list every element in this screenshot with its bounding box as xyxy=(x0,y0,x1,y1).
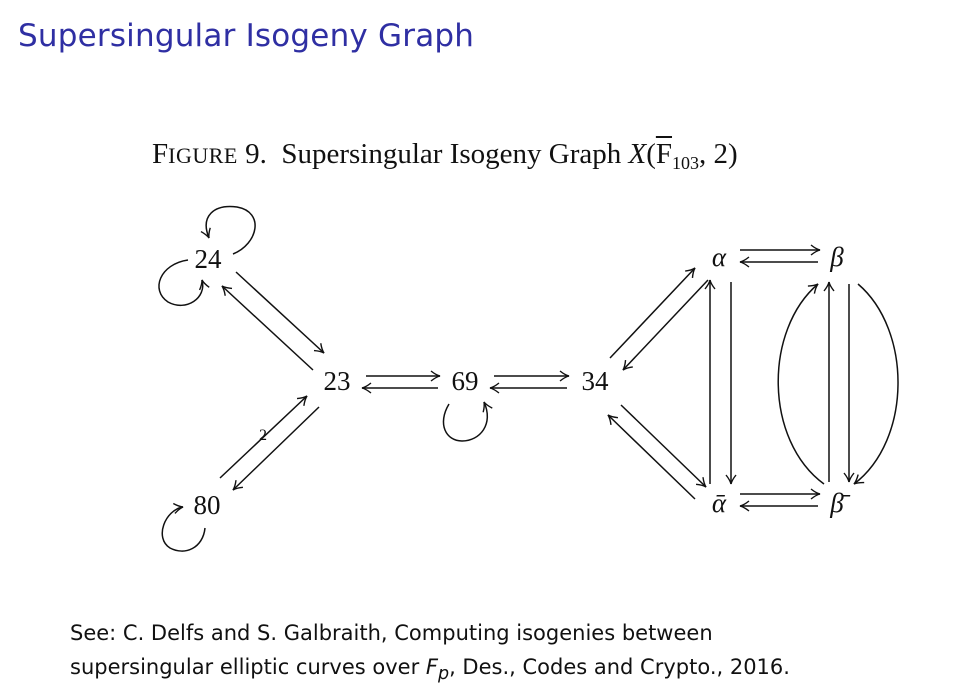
figure-caption-field-sub: 103 xyxy=(672,153,700,173)
loop-24-top xyxy=(200,205,256,255)
slide-title: Supersingular Isogeny Graph xyxy=(18,18,475,54)
reference-line-1: See: C. Delfs and S. Galbraith, Computin… xyxy=(70,621,713,645)
reference-field-subscript: p xyxy=(437,664,450,685)
node-23: 23 xyxy=(324,366,351,396)
figure-caption-args-tail: , 2) xyxy=(699,138,738,170)
figure-label-rest: IGURE xyxy=(168,143,238,168)
loop-69 xyxy=(442,401,493,442)
reference-field-F: F xyxy=(425,655,438,679)
node-24: 24 xyxy=(195,244,223,274)
node-34: 34 xyxy=(582,366,610,396)
node-69: 69 xyxy=(452,366,479,396)
node-beta: β xyxy=(829,242,844,272)
loop-24-left xyxy=(158,259,210,307)
edge-beta-beta-bar-curved xyxy=(853,283,899,485)
figure-caption-field: F xyxy=(655,138,673,170)
edge-23-80 xyxy=(232,406,320,491)
edge-34-alpha xyxy=(609,267,696,359)
edge-24-23 xyxy=(235,271,325,354)
node-80: 80 xyxy=(194,490,221,520)
edge-alpha-bar-34 xyxy=(607,414,696,500)
figure-caption-X: X xyxy=(628,138,647,170)
figure-caption: FIGURE 9. Supersingular Isogeny Graph X(… xyxy=(152,138,738,173)
edge-label-80-23: 2 xyxy=(259,427,267,444)
edge-34-alpha-bar xyxy=(620,404,707,488)
reference-line-2-post: , Des., Codes and Crypto., 2016. xyxy=(449,655,790,679)
edge-beta-bar-beta-curved xyxy=(777,283,825,485)
node-beta-bar: β̄ xyxy=(829,488,850,518)
edge-alpha-34 xyxy=(622,279,709,371)
figure-number: 9. xyxy=(245,138,267,170)
node-alpha: α xyxy=(712,242,727,272)
reference-line-2: supersingular elliptic curves over Fp, D… xyxy=(70,650,790,691)
reference-citation: See: C. Delfs and S. Galbraith, Computin… xyxy=(70,616,790,691)
edge-80-23 xyxy=(219,395,308,479)
reference-line-2-pre: supersingular elliptic curves over xyxy=(70,655,426,679)
edge-23-24 xyxy=(221,285,314,371)
node-alpha-bar: ᾱ xyxy=(712,488,727,518)
figure-caption-text: Supersingular Isogeny Graph xyxy=(281,138,622,170)
loop-80 xyxy=(161,502,206,552)
figure-label-first: F xyxy=(152,138,169,170)
